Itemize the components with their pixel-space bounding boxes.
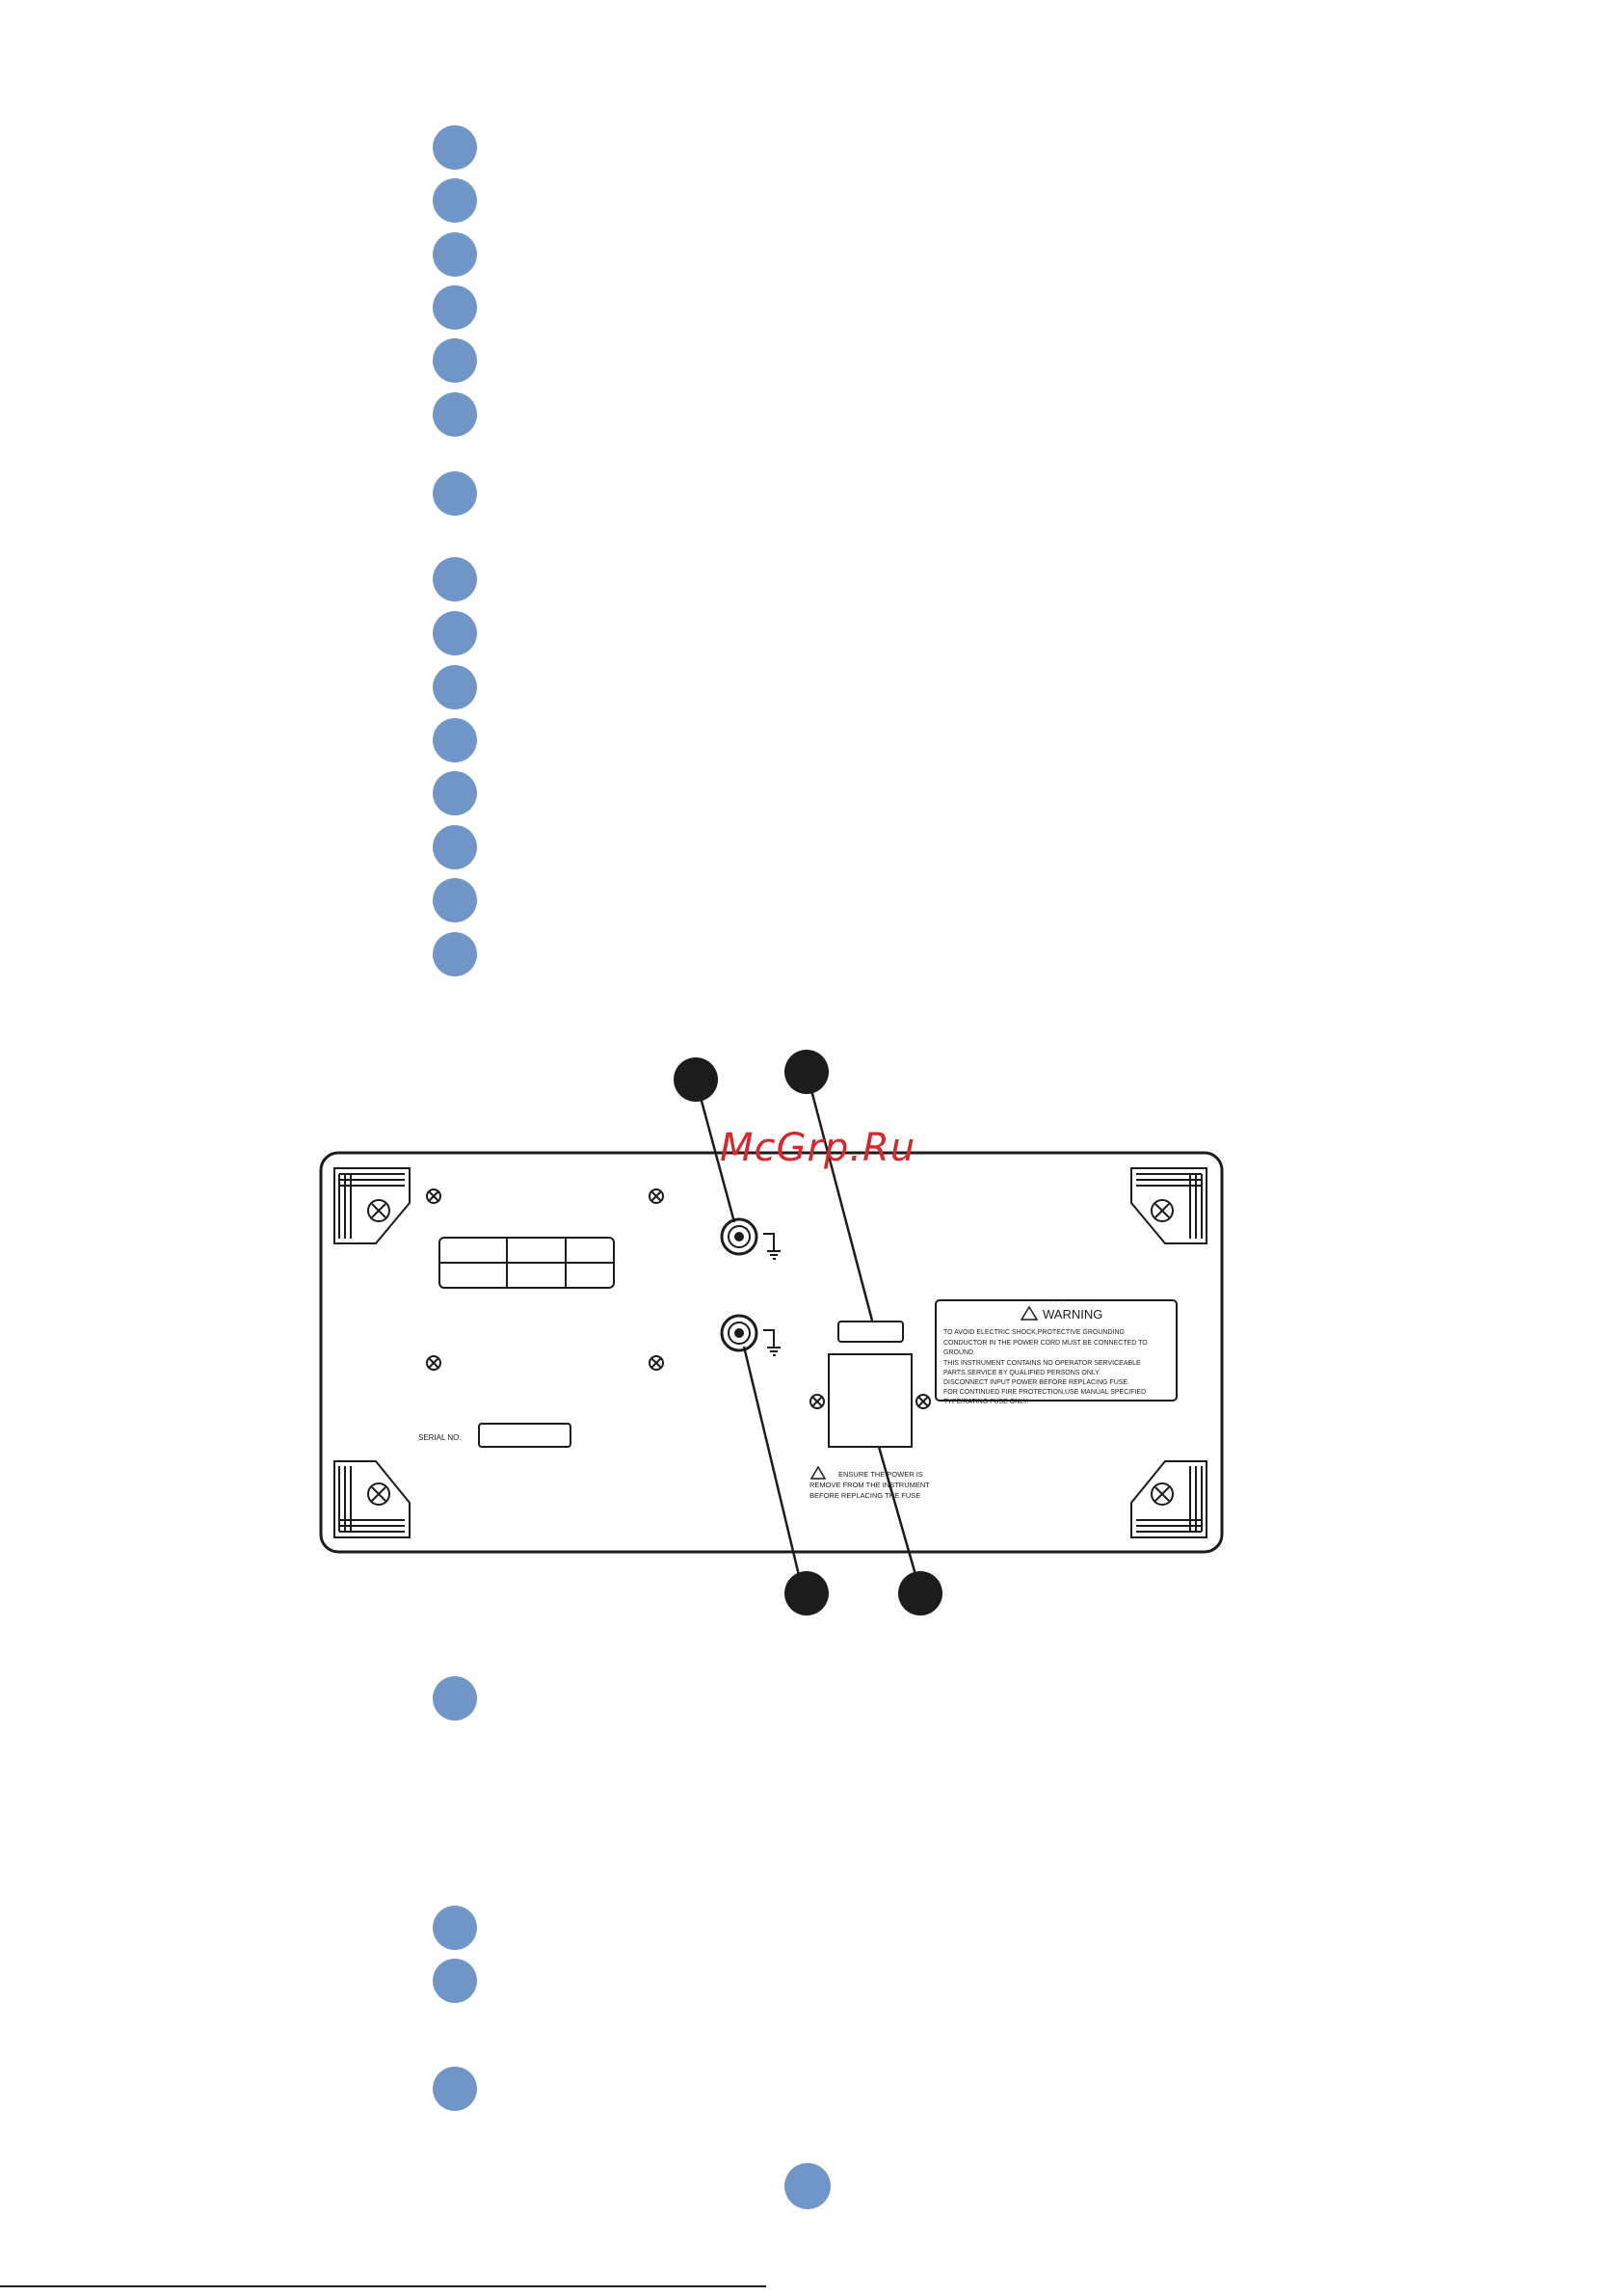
callout-lines xyxy=(694,1071,922,1592)
fuse-note-line: REMOVE FROM THE INSTRUMENT xyxy=(809,1481,930,1489)
connector-top xyxy=(720,1217,781,1260)
callout-marker xyxy=(784,1571,829,1615)
list-bullet xyxy=(433,611,477,655)
fuse-holder xyxy=(837,1321,904,1343)
warning-line: PARTS.SERVICE BY QUALIFIED PERSONS ONLY. xyxy=(943,1370,1101,1376)
warning-label-box xyxy=(935,1299,1178,1402)
list-bullet xyxy=(433,1676,477,1721)
warning-triangle-icon xyxy=(1020,1305,1039,1321)
warning-line: CONDUCTOR IN THE POWER CORD MUST BE CONN… xyxy=(943,1340,1148,1347)
warning-line: TO AVOID ELECTRIC SHOCK,PROTECTIVE GROUN… xyxy=(943,1329,1125,1336)
footer-rule xyxy=(0,2285,766,2287)
foot-bottom-right xyxy=(1130,1460,1207,1538)
fuse-note-line: ENSURE THE POWER IS xyxy=(838,1470,923,1479)
connector-label-block xyxy=(438,1237,615,1289)
connector-bottom xyxy=(720,1314,781,1356)
foot-top-left xyxy=(333,1167,411,1244)
warning-line: FOR CONTINUED FIRE PROTECTION,USE MANUAL… xyxy=(943,1389,1146,1396)
list-bullet xyxy=(433,338,477,383)
foot-bottom-left xyxy=(333,1460,411,1538)
fuse-note: ENSURE THE POWER IS REMOVE FROM THE INST… xyxy=(809,1470,930,1500)
list-bullet xyxy=(433,1906,477,1950)
warning-text: TO AVOID ELECTRIC SHOCK,PROTECTIVE GROUN… xyxy=(943,1329,1148,1405)
list-bullet xyxy=(433,178,477,223)
callout-marker xyxy=(898,1571,942,1615)
warning-line: THIS INSTRUMENT CONTAINS NO OPERATOR SER… xyxy=(943,1360,1141,1367)
serial-box xyxy=(478,1423,571,1448)
list-bullet xyxy=(433,232,477,277)
power-inlet xyxy=(828,1353,913,1448)
list-bullet xyxy=(433,932,477,976)
list-bullet xyxy=(433,718,477,762)
list-bullet xyxy=(433,557,477,601)
list-bullet xyxy=(433,125,477,170)
list-bullet xyxy=(433,771,477,815)
list-bullet xyxy=(433,2067,477,2111)
warning-line: TYPE/RATING FUSE ONLY. xyxy=(943,1399,1028,1405)
caution-triangle-icon xyxy=(809,1465,827,1480)
callout-marker xyxy=(674,1057,718,1102)
list-bullet xyxy=(433,392,477,437)
fuse-note-line: BEFORE REPLACING THE FUSE xyxy=(809,1491,920,1500)
watermark: McGrp.Ru xyxy=(720,1126,916,1170)
list-bullet xyxy=(433,285,477,330)
list-bullet xyxy=(433,471,477,516)
list-bullet xyxy=(433,665,477,709)
foot-top-right xyxy=(1130,1167,1207,1244)
page-number-marker xyxy=(784,2163,831,2209)
warning-title: WARNING xyxy=(1043,1307,1102,1322)
list-bullet xyxy=(433,825,477,869)
list-bullet xyxy=(433,878,477,922)
warning-line: DISCONNECT INPUT POWER BEFORE REPLACING … xyxy=(943,1379,1129,1386)
callout-marker xyxy=(784,1050,829,1094)
list-bullet xyxy=(433,1959,477,2003)
serial-label: SERIAL NO. xyxy=(418,1433,462,1442)
screws xyxy=(426,1188,931,1409)
warning-line: GROUND. xyxy=(943,1349,975,1356)
